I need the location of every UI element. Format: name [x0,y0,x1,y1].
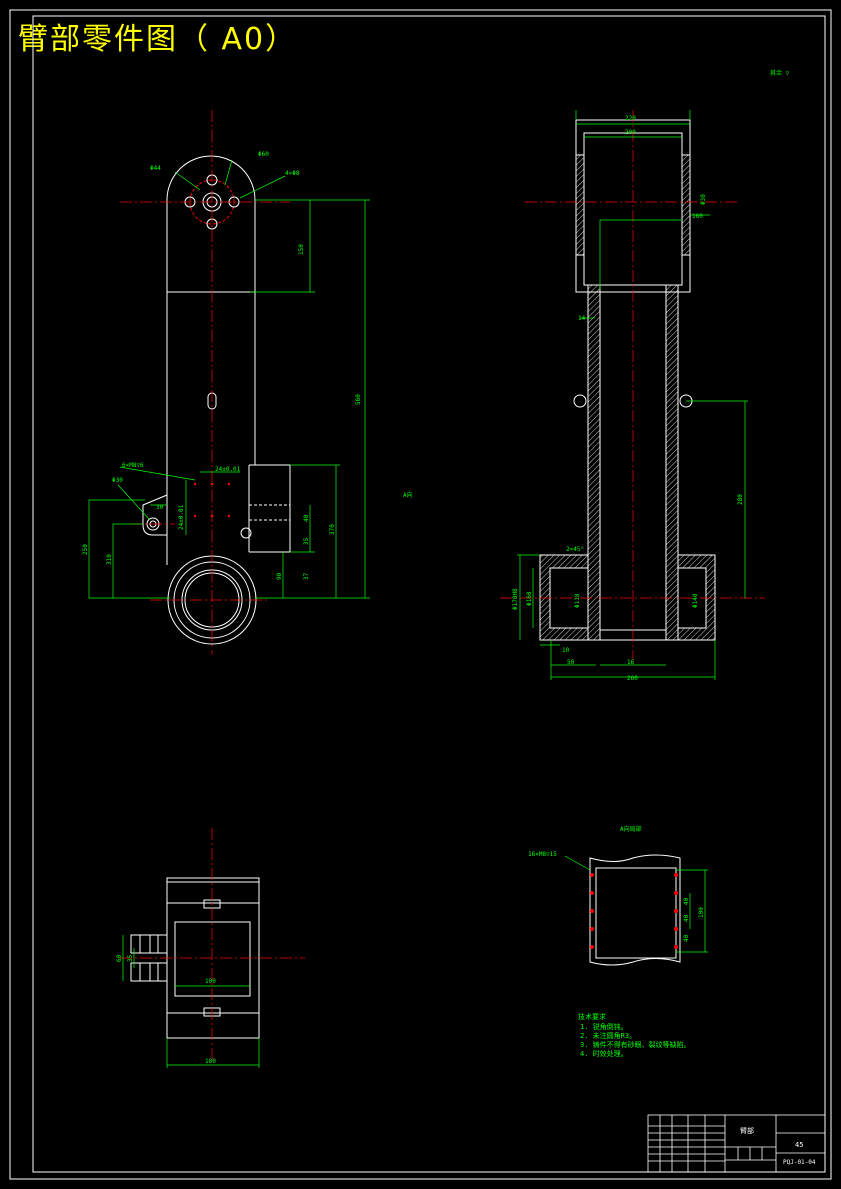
dim-2x45: 2×45° [566,546,584,553]
front-dimension-lines [88,159,370,599]
dim-310: 310 [106,554,113,565]
dim-90: 90 [276,572,283,580]
dim-phi140: Φ140 [692,593,699,608]
front-view [142,155,291,645]
section-view [539,119,716,641]
dim-14: 14 [578,315,586,322]
dim-phi44: Φ44 [150,165,161,172]
dim-35-bottom: 35 [127,954,134,962]
bottom-centerlines [120,828,305,1060]
dim-phi118: Φ118 [574,593,581,608]
material: 45 [795,1141,803,1149]
front-dimension-text: Φ44 Φ60 4×Φ8 150 560 6×M8▽6 24±0.01 24±0… [82,151,362,580]
view-a-arrow-label: A向 [403,491,413,499]
dim-phi60: Φ60 [258,151,269,158]
tech-notes-heading: 技术要求 [578,1012,606,1021]
outer-border [9,9,832,1180]
dim-37: 37 [303,572,310,580]
bottom-dimension-text: 60 35 100 180 [116,954,216,1065]
front-thread-holes [193,482,231,518]
section-dimension-text: 220 200 Φ30 160 14 280 2×45° Φ170H8 Φ160… [512,115,744,682]
dim-phi30-right: Φ30 [700,194,707,205]
dim-100-detail: 100 [698,907,705,918]
tech-note-1: 1. 锐角倒钝。 [580,1022,628,1031]
tech-note-2: 2. 未注圆角R3。 [580,1031,636,1040]
detail-dimension-text: 16×M8▽15 40 40 40 100 [528,851,705,942]
inner-border [32,15,826,1173]
drawing-number: PQJ-01-04 [783,1159,816,1166]
dim-220: 220 [625,115,636,122]
front-centerlines [120,110,290,655]
dim-holes-4: 4×Φ8 [285,170,300,177]
drawing-title: 臂部零件图（ A0） [18,22,298,57]
detail-dimension-lines [564,855,708,953]
part-name: 臂部 [740,1126,754,1135]
dim-6xm8: 6×M8▽6 [122,462,144,469]
dim-180-bottom: 180 [205,1058,216,1065]
dim-60-bottom: 60 [116,954,123,962]
view-a-detail [589,854,681,966]
detail-thread-holes [590,873,678,949]
dim-40-a: 40 [683,897,690,905]
dim-16xm8: 16×M8▽15 [528,851,557,858]
title-block-text: 臂部 45 PQJ-01-04 [740,1126,816,1166]
dim-40-b: 40 [683,914,690,922]
dim-370: 370 [329,524,336,535]
dim-150: 150 [298,244,305,255]
dim-160: 16 [627,659,635,666]
dim-560: 560 [355,394,362,405]
title-block [647,1114,826,1173]
section-centerlines [500,110,765,660]
view-a-detail-title: A向局部 [620,825,642,833]
dim-40-c: 40 [683,934,690,942]
technical-notes: 技术要求 1. 锐角倒钝。 2. 未注圆角R3。 3. 铸件不得有砂眼、裂纹等缺… [578,1012,691,1058]
dim-30-left: 30 [156,504,164,511]
dim-phi30-left: Φ30 [112,477,123,484]
tech-note-4: 4. 时效处理。 [580,1049,628,1058]
roughness-note: 其余 ▽ [770,69,790,77]
section-dimension-lines [517,110,748,680]
dim-24-vertical: 24±0.01 [178,504,185,530]
dim-280: 280 [737,494,744,505]
dim-100-bottom: 100 [205,978,216,985]
dim-phi170: Φ170H8 [512,588,519,610]
dim-200: 200 [625,129,636,136]
dim-50: 50 [567,659,575,666]
dim-phi160: Φ160 [526,591,533,606]
dim-260: 260 [627,675,638,682]
dim-40: 40 [303,514,310,522]
dim-250: 250 [82,544,89,555]
dim-10: 10 [562,647,570,654]
bottom-dimension-lines [122,935,260,1068]
dim-160-right: 160 [692,213,703,220]
dim-24-horizontal: 24±0.01 [215,466,241,473]
dim-35: 35 [303,537,310,545]
tech-note-3: 3. 铸件不得有砂眼、裂纹等缺陷。 [580,1040,691,1049]
